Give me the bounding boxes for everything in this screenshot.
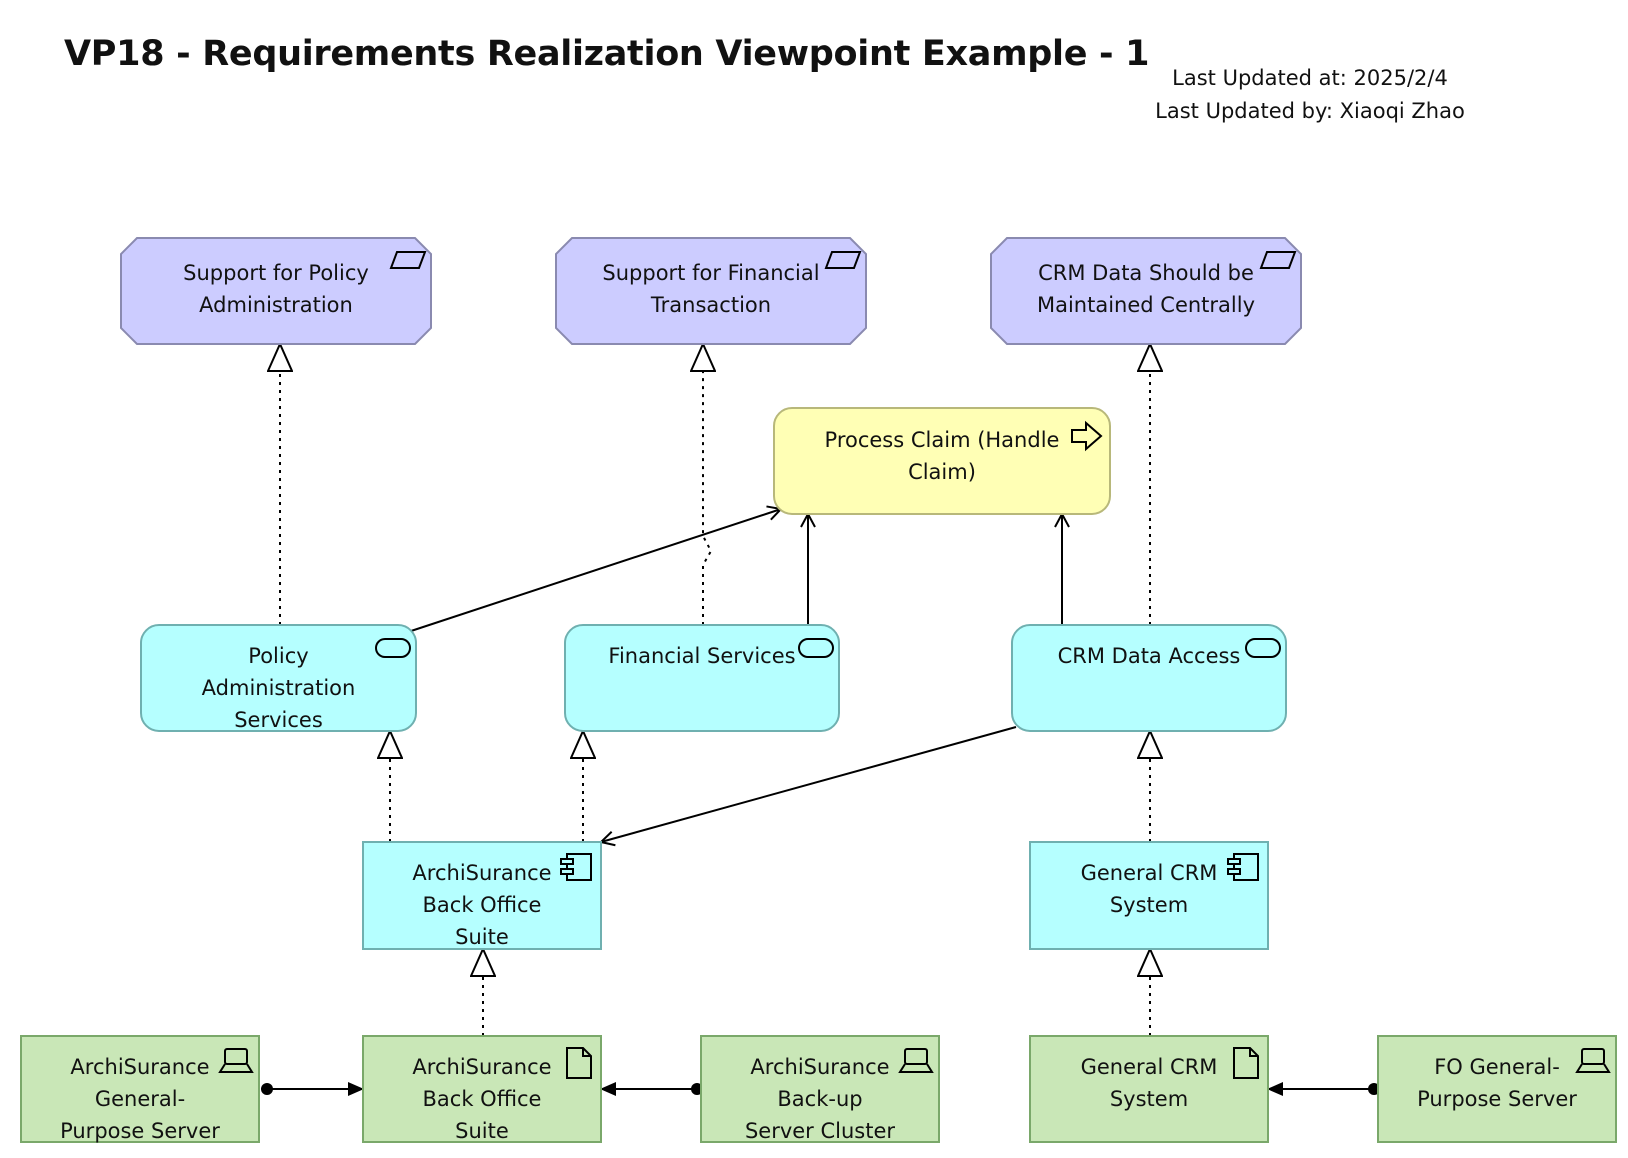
element-label-line: Back Office — [423, 1087, 542, 1111]
element-label-line: Purpose Server — [60, 1119, 220, 1143]
element-label-line: Support for Policy — [183, 261, 369, 285]
component-icon — [560, 853, 592, 881]
requirement-icon — [389, 251, 427, 269]
element-label-line: FO General- — [1434, 1055, 1560, 1079]
element-label-line: Support for Financial — [602, 261, 819, 285]
element-label-line: ArchiSurance — [412, 1055, 551, 1079]
service-icon — [1245, 638, 1281, 658]
element-label-line: Transaction — [650, 293, 771, 317]
artifact-icon — [1233, 1047, 1259, 1079]
element-label-line: General CRM — [1081, 1055, 1218, 1079]
element-svc-financial[interactable]: Financial Services — [564, 624, 840, 732]
element-label-line: ArchiSurance — [750, 1055, 889, 1079]
element-label-line: Suite — [455, 1119, 509, 1143]
element-label-line: Claim) — [908, 460, 976, 484]
element-label-line: Administration — [199, 293, 353, 317]
element-label-line: Purpose Server — [1417, 1087, 1577, 1111]
relation-serving-svc-crm-to-comp-backoffice[interactable] — [598, 726, 1017, 847]
element-label-line: CRM Data Should be — [1038, 261, 1254, 285]
requirement-icon — [824, 251, 862, 269]
element-label-line: System — [1110, 1087, 1188, 1111]
relation-realization-svc-financial-to-req-financial[interactable] — [703, 344, 711, 625]
last-updated-at: Last Updated at: 2025/2/4 — [1172, 66, 1448, 90]
element-label-line: ArchiSurance — [412, 861, 551, 885]
relation-serving-svc-policy-to-proc-claim[interactable] — [410, 505, 784, 632]
element-label-line: Policy — [248, 644, 308, 668]
element-comp-crm[interactable]: General CRM System — [1029, 841, 1269, 950]
element-art-crm[interactable]: General CRM System — [1029, 1035, 1269, 1143]
element-label-line: System — [1110, 893, 1188, 917]
component-icon — [1227, 853, 1259, 881]
update-info: Last Updated at: 2025/2/4 Last Updated b… — [1140, 62, 1480, 128]
artifact-icon — [566, 1047, 592, 1079]
process-arrow-icon — [1071, 420, 1103, 452]
element-label-line: Services — [234, 708, 323, 732]
element-label-line: Maintained Centrally — [1037, 293, 1255, 317]
element-label-line: Administration — [202, 676, 356, 700]
last-updated-by: Last Updated by: Xiaoqi Zhao — [1155, 99, 1465, 123]
element-dev-fo[interactable]: FO General- Purpose Server — [1377, 1035, 1617, 1143]
service-icon — [375, 638, 411, 658]
element-label-line: Server Cluster — [745, 1119, 895, 1143]
device-icon — [898, 1048, 934, 1073]
device-icon — [1575, 1048, 1611, 1073]
element-label-line: ArchiSurance — [70, 1055, 209, 1079]
requirement-icon — [1259, 251, 1297, 269]
element-label-line: Financial Services — [608, 644, 795, 668]
element-label-line: General CRM — [1081, 861, 1218, 885]
element-label-line: General- — [95, 1087, 185, 1111]
element-label-line: CRM Data Access — [1058, 644, 1241, 668]
element-label-line: Back-up — [777, 1087, 862, 1111]
element-label-line: Back Office — [423, 893, 542, 917]
element-label-line: Process Claim (Handle — [825, 428, 1060, 452]
element-req-crm[interactable]: CRM Data Should be Maintained Centrally — [990, 237, 1302, 345]
device-icon — [218, 1048, 254, 1073]
diagram-title: VP18 - Requirements Realization Viewpoin… — [64, 34, 1150, 74]
element-label-line: Suite — [455, 925, 509, 949]
element-svc-crm[interactable]: CRM Data Access — [1011, 624, 1287, 732]
service-icon — [798, 638, 834, 658]
